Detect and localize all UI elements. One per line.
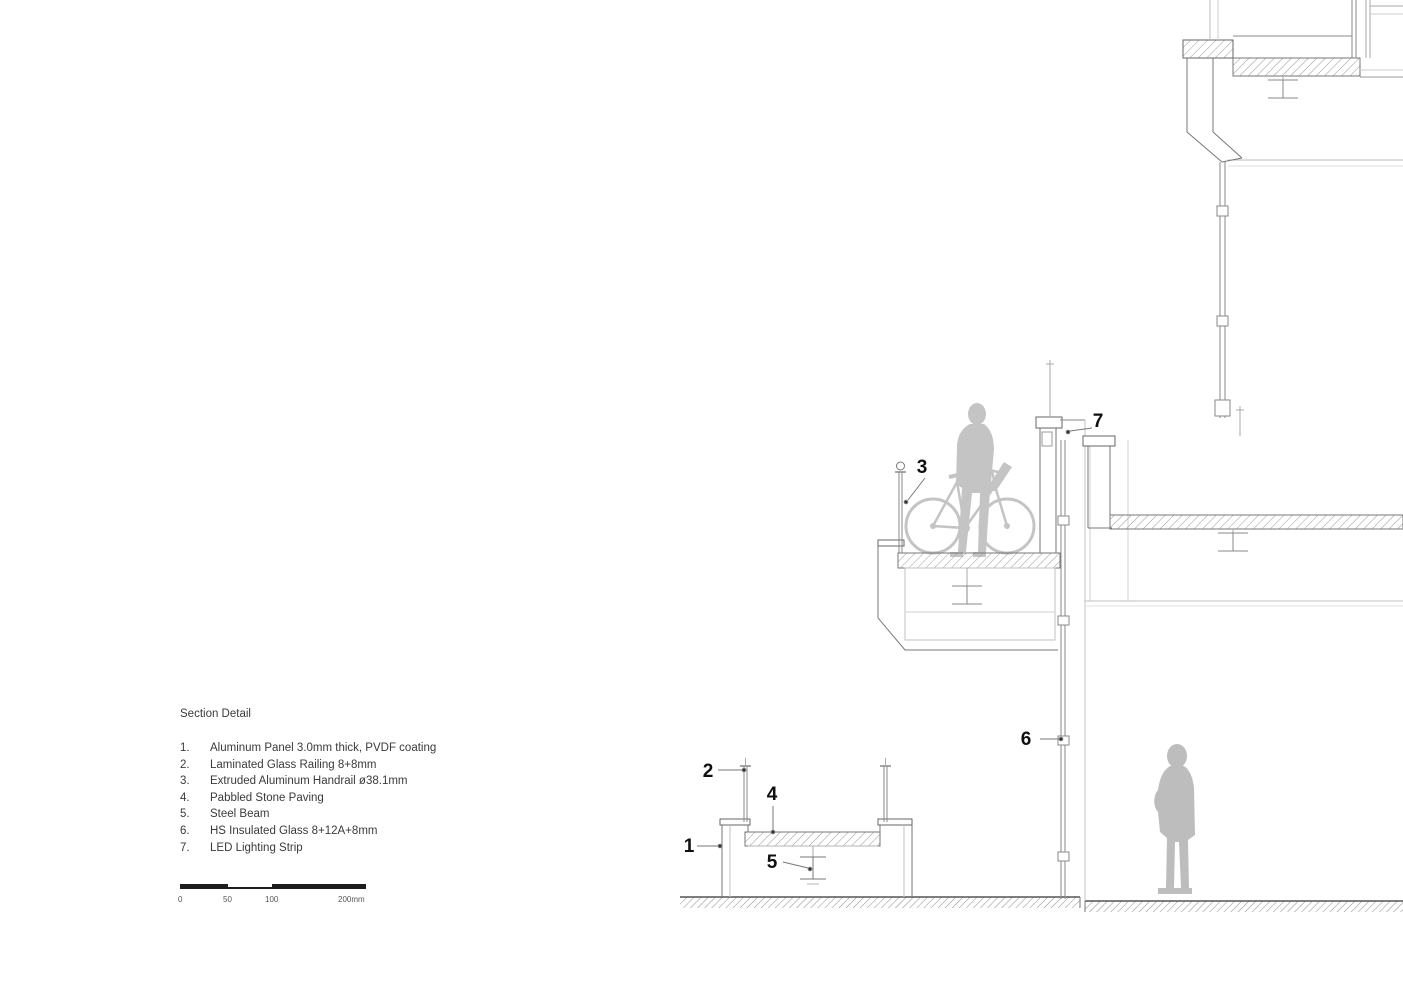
- middle-balcony: [877, 539, 1061, 651]
- right-balcony: [1082, 406, 1403, 552]
- legend-item-label: Laminated Glass Railing 8+8mm: [210, 758, 377, 771]
- legend-item-number: 6.: [180, 824, 190, 837]
- callout-1: 1: [683, 836, 695, 857]
- balcony-handrail: [895, 461, 906, 553]
- legend-item: 5. Steel Beam: [180, 806, 436, 823]
- curtain-wall-glass: [1057, 419, 1085, 899]
- legend-item-label: Extruded Aluminum Handrail ø38.1mm: [210, 775, 408, 788]
- legend-item: 4. Pabbled Stone Paving: [180, 790, 436, 807]
- steel-beam-symbol: [800, 846, 826, 885]
- callout-leaders: [697, 427, 1093, 872]
- legend-item-number: 4.: [180, 791, 190, 804]
- top-balcony: [1182, 0, 1403, 163]
- ground-planter-slab: [719, 818, 913, 897]
- scale-label-0: 0: [178, 895, 183, 904]
- legend-item: 1. Aluminum Panel 3.0mm thick, PVDF coat…: [180, 740, 436, 757]
- legend-item-label: LED Lighting Strip: [210, 841, 303, 854]
- callout-4: 4: [766, 784, 778, 805]
- legend-title: Section Detail: [180, 708, 251, 720]
- scale-bar-segment: [180, 884, 228, 889]
- standing-person-silhouette: [1154, 744, 1195, 894]
- ground-hatch: [680, 896, 1403, 912]
- legend-item: 2. Laminated Glass Railing 8+8mm: [180, 757, 436, 774]
- legend-item: 3. Extruded Aluminum Handrail ø38.1mm: [180, 773, 436, 790]
- facade-mullion: [1214, 159, 1403, 418]
- legend-list: 1. Aluminum Panel 3.0mm thick, PVDF coat…: [180, 740, 436, 856]
- callout-5: 5: [766, 852, 778, 873]
- legend-item-number: 2.: [180, 758, 190, 771]
- scale-label-200mm: 200mm: [338, 895, 365, 904]
- legend-item-label: Aluminum Panel 3.0mm thick, PVDF coating: [210, 742, 437, 754]
- legend-item: 6. HS Insulated Glass 8+12A+8mm: [180, 823, 436, 840]
- scale-label-100: 100: [265, 895, 279, 904]
- legend-item-label: Pabbled Stone Paving: [210, 791, 324, 804]
- scale-bar-segment: [228, 887, 272, 889]
- legend-item: 7. LED Lighting Strip: [180, 840, 436, 857]
- legend-item-number: 7.: [180, 841, 190, 854]
- parapet-led-cap: [1035, 360, 1063, 553]
- legend-item-label: HS Insulated Glass 8+12A+8mm: [210, 824, 378, 837]
- callout-7: 7: [1092, 411, 1104, 432]
- legend-item-number: 1.: [180, 742, 190, 754]
- scale-bar-segment: [272, 884, 366, 889]
- callout-3: 3: [916, 457, 928, 478]
- interior-wall-lines: [1084, 420, 1403, 901]
- legend-item-number: 5.: [180, 808, 190, 821]
- legend: Section Detail 1. Aluminum Panel 3.0mm t…: [180, 708, 436, 856]
- legend-item-label: Steel Beam: [210, 808, 270, 821]
- glass-railing-bottom: [740, 758, 891, 822]
- scale-bar: 0 50 100 200mm: [178, 884, 366, 908]
- scale-label-50: 50: [223, 895, 232, 904]
- callout-6: 6: [1020, 729, 1032, 750]
- legend-item-number: 3.: [180, 775, 190, 788]
- callout-2: 2: [702, 761, 714, 782]
